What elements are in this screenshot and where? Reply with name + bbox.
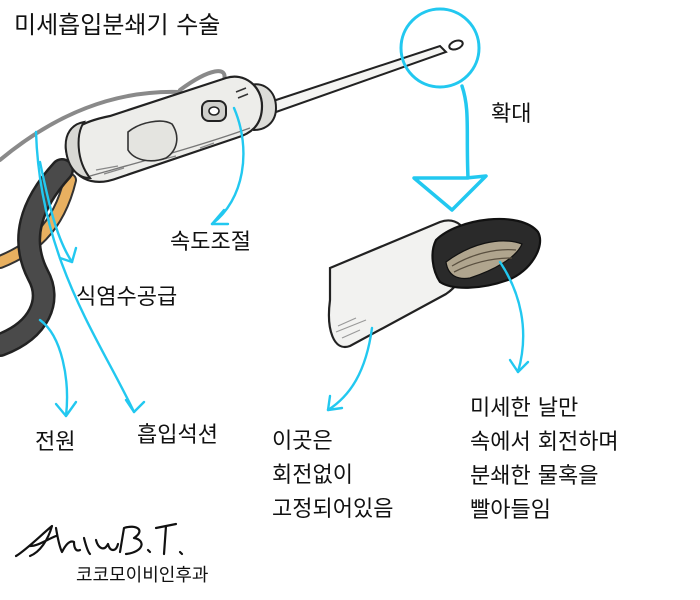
zoom-arrow <box>412 84 488 212</box>
label-suction-line: 흡입석션 <box>137 423 218 448</box>
callout-line: 분쇄한 물혹을 <box>470 464 599 489</box>
signature <box>14 522 184 558</box>
thin-cable <box>0 69 227 162</box>
arrow-blade <box>498 260 525 374</box>
probe-tip <box>448 39 464 51</box>
clinic-name: 코코모이비인후과 <box>76 565 209 586</box>
magnified-tip <box>327 217 542 349</box>
label-speed-control: 속도조절 <box>170 230 251 255</box>
callout-line: 속에서 회전하며 <box>470 430 619 455</box>
label-saline-supply: 식염수공급 <box>76 285 178 310</box>
probe-shaft <box>268 44 448 114</box>
grip-pad <box>127 120 178 162</box>
arrow-suction <box>34 130 136 414</box>
callout-line: 빨아들임 <box>470 498 551 523</box>
callout-arrows <box>34 106 530 418</box>
callout-line: 이곳은 <box>272 429 333 454</box>
callout-line: 미세한 날만 <box>470 396 579 421</box>
label-power: 전원 <box>35 430 76 455</box>
arrow-saline <box>38 160 74 264</box>
callout-rotating-blade: 미세한 날만 속에서 회전하며 분쇄한 물혹을 빨아들임 <box>470 392 619 528</box>
arrow-power <box>38 318 69 418</box>
arrow-fixed <box>326 326 374 412</box>
callout-line: 고정되어있음 <box>272 497 394 522</box>
callout-fixed-part: 이곳은 회전없이 고정되어있음 <box>272 425 393 527</box>
arrow-speed <box>210 106 245 226</box>
rear-cap <box>64 120 93 180</box>
handpiece <box>64 39 464 183</box>
diagram-title: 미세흡입분쇄기 수술 <box>14 11 221 39</box>
magnify-circle <box>399 7 481 89</box>
label-zoom: 확대 <box>491 102 532 127</box>
callout-line: 회전없이 <box>272 463 353 488</box>
cables <box>0 69 227 357</box>
